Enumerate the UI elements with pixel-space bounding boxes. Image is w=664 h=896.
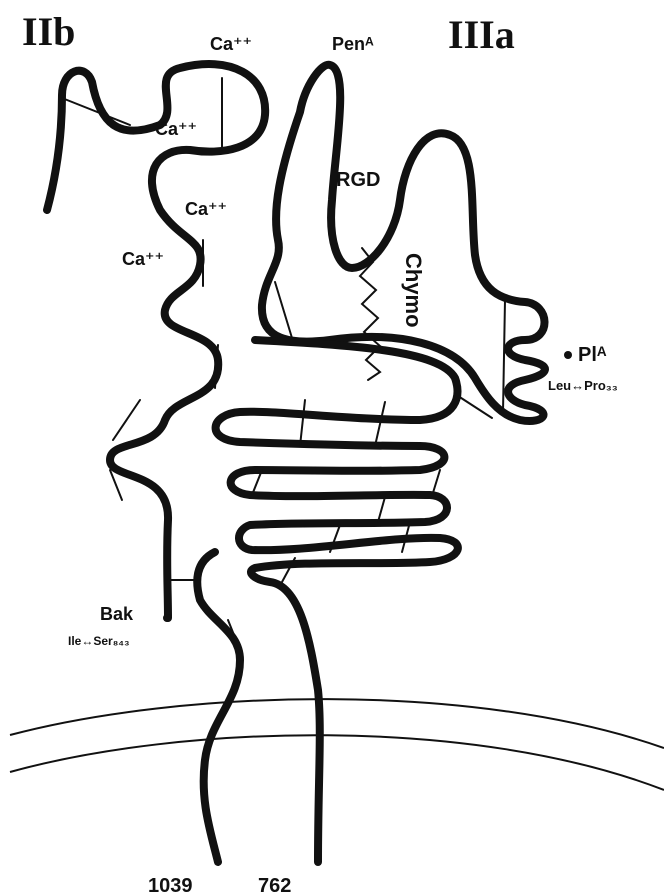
rgd-site-label: RGD [336,169,380,191]
pl-mutation-label: Leu↔Pro₃₃ [548,378,618,393]
pen-antigen-label: Penᴬ [332,34,374,54]
calcium-site-label: Ca⁺⁺ [122,249,164,269]
gpiib-chain [47,64,265,618]
disulfide-bond [378,497,385,522]
gpiiia-disulfide-bonds [252,282,505,582]
bak-antigen-label: Bak [100,604,134,624]
bak-mutation-label: Ile↔Ser₈₄₃ [68,634,130,648]
gpiiia-chain [262,65,545,421]
chymotrypsin-site-label: Chymo [401,253,426,328]
pl-site-dot [564,351,572,359]
cell-membrane [10,699,664,790]
disulfide-bond [375,402,385,446]
membrane-outer-line [10,699,664,748]
calcium-site-label: Ca⁺⁺ [210,34,252,54]
disulfide-bond [113,400,140,440]
gpiiia-cysteine-repeats [216,340,458,862]
bak-site-dot [163,614,171,622]
gpiib-disulfide-bonds [62,78,240,650]
iib-title: IIb [22,9,75,54]
disulfide-bond [300,400,305,446]
pl-antigen-label: Plᴬ [578,344,607,366]
gpiib-transmembrane-tail [197,552,240,862]
membrane-inner-line [10,735,664,790]
iib-terminus-label: 1039 [148,875,193,896]
calcium-site-label: Ca⁺⁺ [155,119,197,139]
iiia-terminus-label: 762 [258,875,291,896]
disulfide-bond [275,282,292,338]
iiia-title: IIIa [448,12,515,57]
calcium-site-label: Ca⁺⁺ [185,199,227,219]
